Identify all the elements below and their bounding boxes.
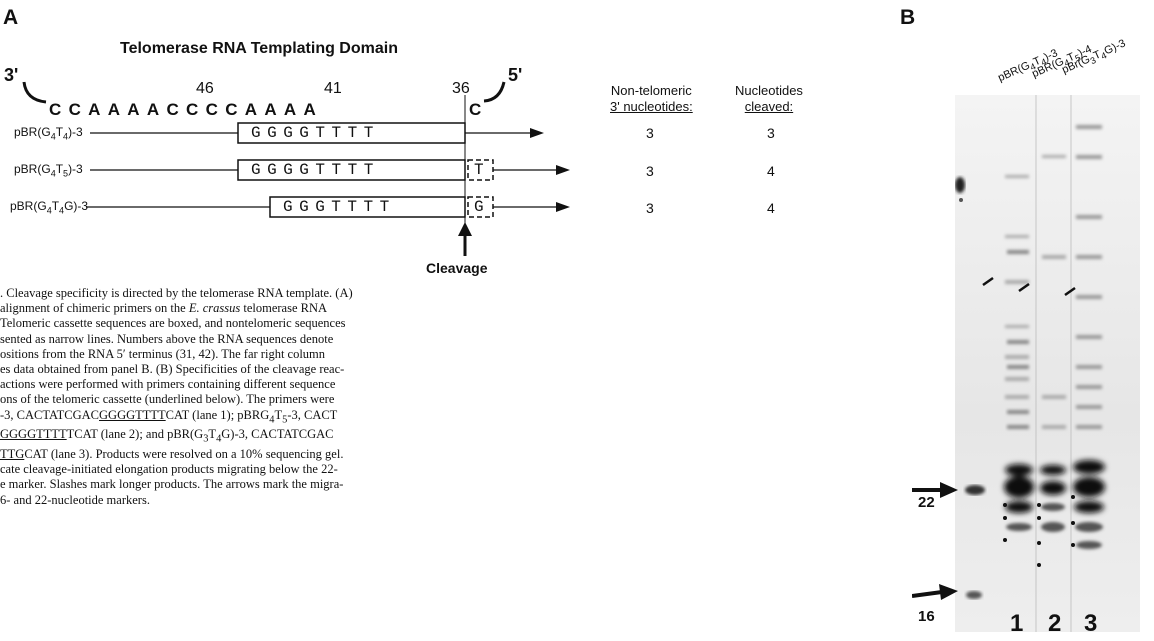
primer-label-3: pBR(G4T4G)-3 — [10, 199, 89, 216]
table-cell: 3 — [646, 163, 654, 179]
position-number-36: 36 — [452, 80, 470, 97]
table-header-nucleotides-cleaved: Nucleotides cleaved: — [735, 83, 803, 114]
rna-sequence-c36: C — [469, 100, 482, 119]
marker-arrow-22-icon — [912, 482, 958, 498]
cleavage-label: Cleavage — [426, 260, 488, 276]
lane-number-2: 2 — [1048, 610, 1062, 637]
lane-number-3: 3 — [1084, 610, 1098, 637]
primer-label-2: pBR(G4T5)-3 — [14, 162, 83, 179]
marker-16-label: 16 — [918, 608, 935, 625]
table-cell: 3 — [646, 200, 654, 216]
position-number-46: 46 — [196, 80, 214, 97]
figure-caption: . Cleavage specificity is directed by th… — [0, 286, 353, 507]
panel-a-label: A — [3, 6, 19, 29]
primer-label-1: pBR(G4T4)-3 — [14, 125, 83, 142]
rna-sequence: CCAAAACCCCAAAA — [49, 100, 324, 119]
panel-b-label: B — [900, 6, 916, 29]
position-number-41: 41 — [324, 80, 342, 97]
sequencing-gel-image — [955, 95, 1140, 632]
panel-a-title: Telomerase RNA Templating Domain — [120, 40, 398, 57]
cassette-sequence-3: GGGTTTT — [283, 198, 396, 216]
table-cell: 4 — [767, 163, 775, 179]
extra-nucleotide-2: T — [474, 161, 491, 179]
marker-22-label: 22 — [918, 494, 935, 511]
rna-5-prime-label: 5' — [508, 65, 523, 85]
rna-3-prime-label: 3' — [4, 65, 19, 85]
lane-number-1: 1 — [1010, 610, 1024, 637]
table-cell: 3 — [767, 125, 775, 141]
cassette-sequence-2: GGGGTTTT — [251, 161, 380, 179]
marker-arrow-16-icon — [912, 584, 958, 600]
table-cell: 4 — [767, 200, 775, 216]
rna-alignment-diagram — [22, 81, 570, 256]
extra-nucleotide-3: G — [474, 198, 491, 216]
table-cell: 3 — [646, 125, 654, 141]
table-header-nontelomeric: Non-telomeric 3' nucleotides: — [610, 83, 693, 114]
cassette-sequence-1: GGGGTTTT — [251, 124, 380, 142]
